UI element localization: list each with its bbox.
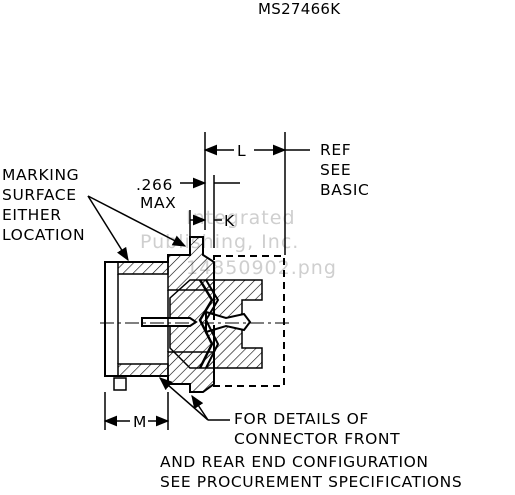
note-line-2: CONNECTOR FRONT [234,430,400,448]
svg-text:14850902.png: 14850902.png [186,257,337,279]
note-line-4: SEE PROCUREMENT SPECIFICATIONS [160,473,462,490]
dim-l-label: L [237,142,246,160]
dim-k-label: K [224,212,235,230]
ref-label-2: SEE [320,161,351,179]
dim-m-label: M [133,413,147,431]
dim-max-label: MAX [140,194,176,212]
backshell-outline [213,255,285,387]
marking-label-2: SURFACE [2,186,77,204]
dimension-lines [87,132,310,430]
part-number: MS27466K [258,0,341,18]
labels: MARKING SURFACE EITHER LOCATION .266 MAX… [2,141,462,491]
note-line-1: FOR DETAILS OF [234,410,369,428]
note-line-3: AND REAR END CONFIGURATION [160,453,429,471]
marking-label-4: LOCATION [2,226,85,244]
connector-body [104,236,263,393]
marking-label-3: EITHER [2,206,62,224]
dim-266-label: .266 [136,176,173,194]
coupling-nut [113,377,127,391]
ref-label-3: BASIC [320,181,369,199]
marking-label-1: MARKING [2,166,79,184]
svg-text:Integrated: Integrated [186,207,296,229]
ref-label-1: REF [320,141,351,159]
